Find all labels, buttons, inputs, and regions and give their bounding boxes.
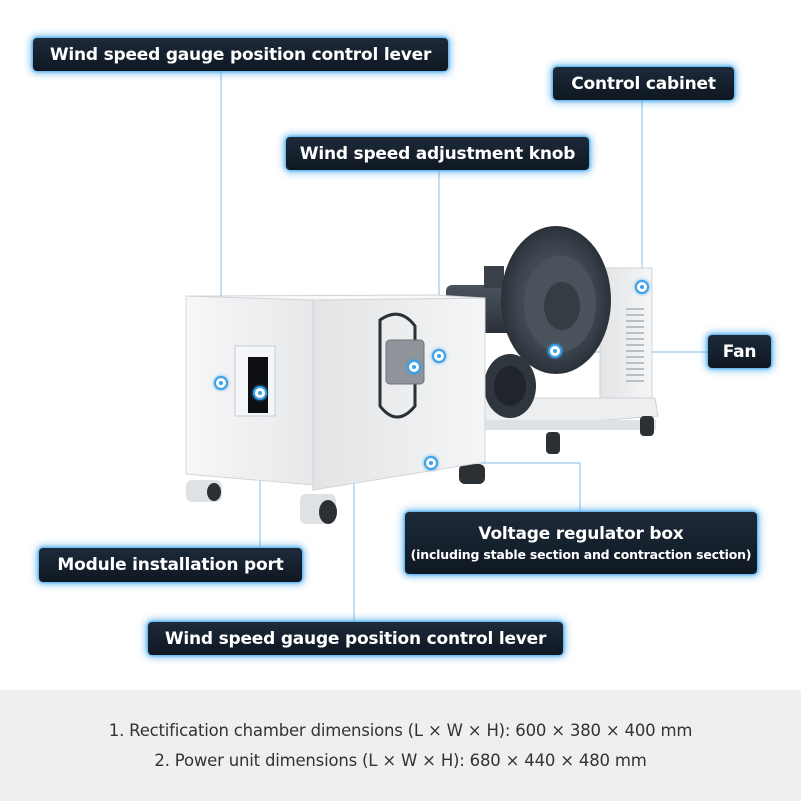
specifications-panel: 1. Rectification chamber dimensions (L ×… [0, 690, 801, 801]
label-control-cabinet-text: Control cabinet [571, 73, 716, 94]
marker-fan [548, 344, 562, 358]
spec-line-power-unit: 2. Power unit dimensions (L × W × H): 68… [154, 750, 647, 770]
label-fan-text: Fan [722, 341, 757, 362]
power-unit [446, 226, 659, 484]
label-control-cabinet: Control cabinet [553, 67, 734, 100]
label-lever-bottom-text: Wind speed gauge position control lever [164, 628, 547, 649]
label-module-port-text: Module installation port [57, 555, 284, 575]
label-module-port: Module installation port [39, 548, 302, 582]
spec-line-rectification-chamber: 1. Rectification chamber dimensions (L ×… [108, 720, 693, 740]
rectification-chamber [185, 294, 486, 524]
marker-knob [432, 349, 446, 363]
label-fan: Fan [708, 335, 771, 368]
product-diagram: Wind speed gauge position control lever … [33, 38, 771, 655]
label-voltage-box-subtext: (including stable section and contractio… [410, 546, 752, 562]
label-voltage-box: Voltage regulator box (including stable … [405, 512, 757, 574]
label-knob: Wind speed adjustment knob [286, 137, 589, 170]
label-lever-bottom: Wind speed gauge position control lever [148, 622, 563, 655]
label-voltage-box-text: Voltage regulator box [478, 523, 684, 544]
marker-module-port [253, 386, 267, 400]
label-lever-top-text: Wind speed gauge position control lever [49, 44, 432, 65]
machine-illustration [185, 72, 708, 622]
marker-lever-top [214, 376, 228, 390]
label-knob-text: Wind speed adjustment knob [299, 143, 576, 164]
marker-lever-bottom [407, 360, 421, 374]
label-lever-top: Wind speed gauge position control lever [33, 38, 448, 71]
marker-voltage-box [424, 456, 438, 470]
marker-control-cabinet [635, 280, 649, 294]
